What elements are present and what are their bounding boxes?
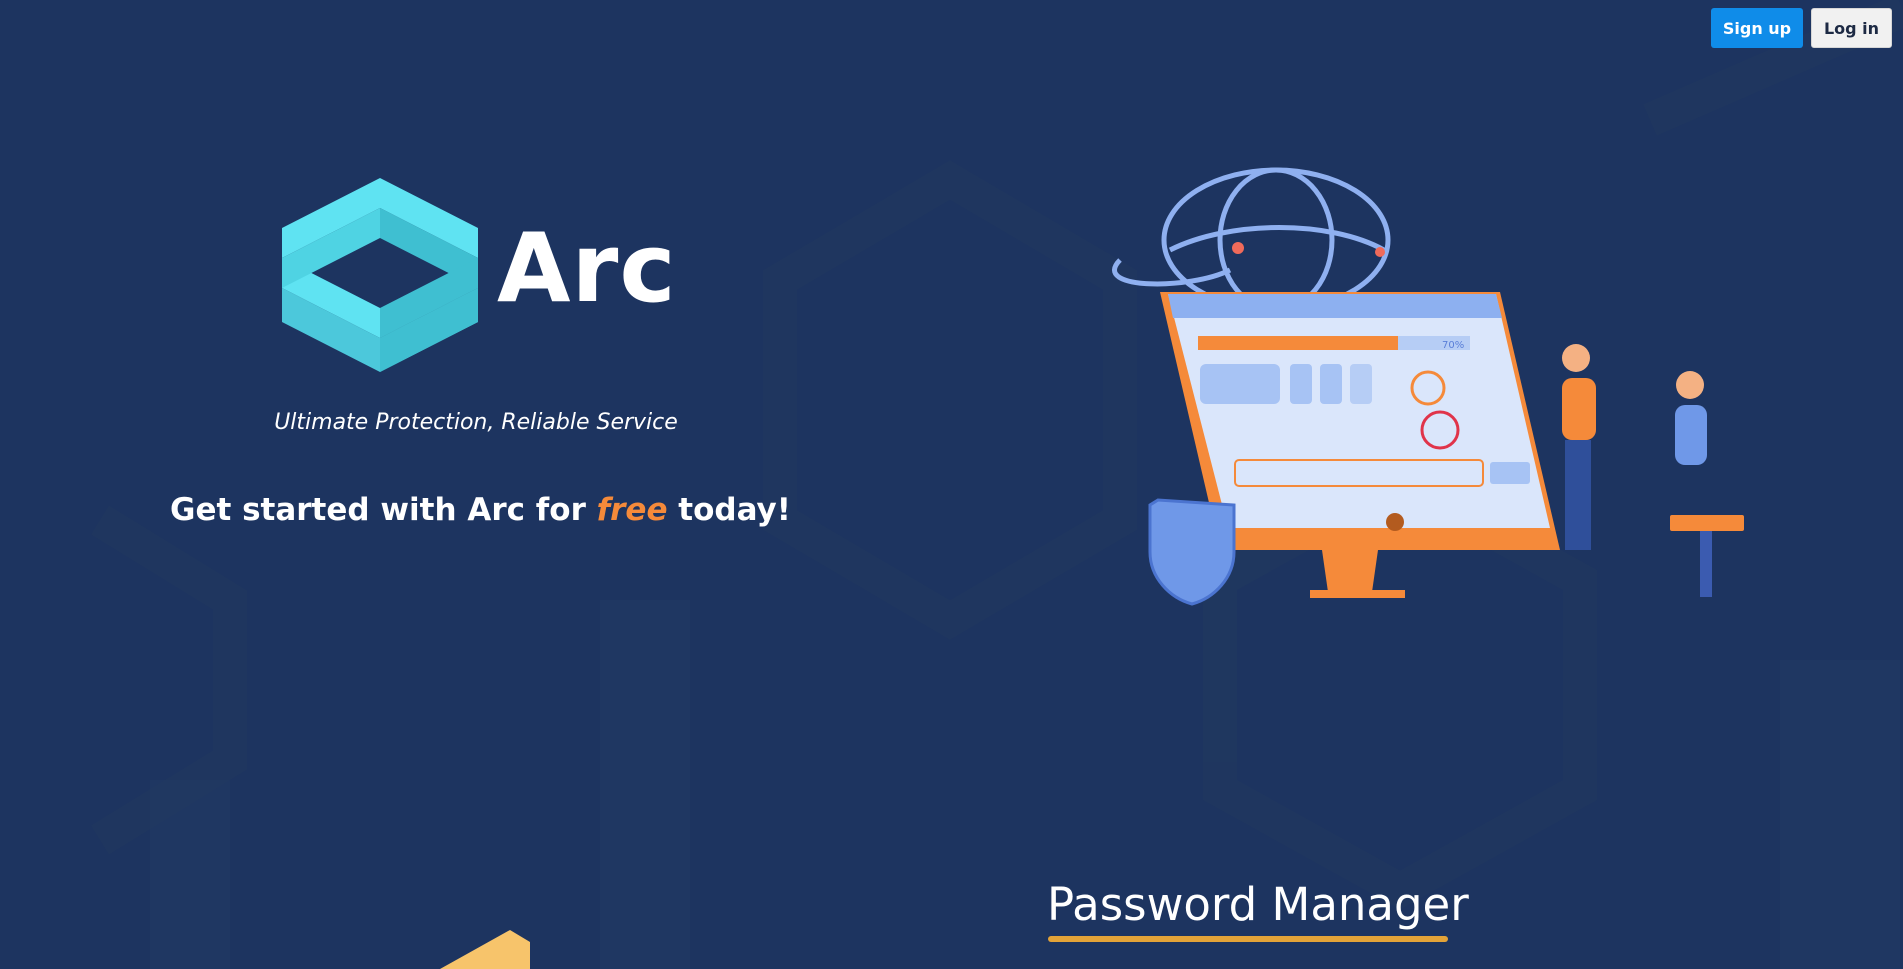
- cta-heading: Get started with Arc for free today!: [170, 492, 791, 528]
- tagline: Ultimate Protection, Reliable Service: [274, 410, 678, 435]
- title-underline: [1048, 936, 1448, 942]
- security-illustration: 70%: [1112, 167, 1744, 606]
- signup-button[interactable]: Sign up: [1711, 8, 1803, 48]
- section-title: Password Manager: [1047, 878, 1469, 931]
- monitor-icon: 70%: [1160, 292, 1560, 598]
- decorative-shape: [440, 930, 530, 969]
- shield-icon: [1148, 498, 1236, 606]
- login-button[interactable]: Log in: [1811, 8, 1892, 48]
- cta-highlight: free: [596, 492, 668, 528]
- arc-logo-icon: [282, 178, 478, 372]
- illustration-progress-label: 70%: [1442, 340, 1464, 351]
- cta-suffix: today!: [667, 492, 791, 528]
- brand-name: Arc: [497, 214, 677, 324]
- globe-icon: [1112, 167, 1391, 313]
- cta-prefix: Get started with Arc for: [170, 492, 597, 528]
